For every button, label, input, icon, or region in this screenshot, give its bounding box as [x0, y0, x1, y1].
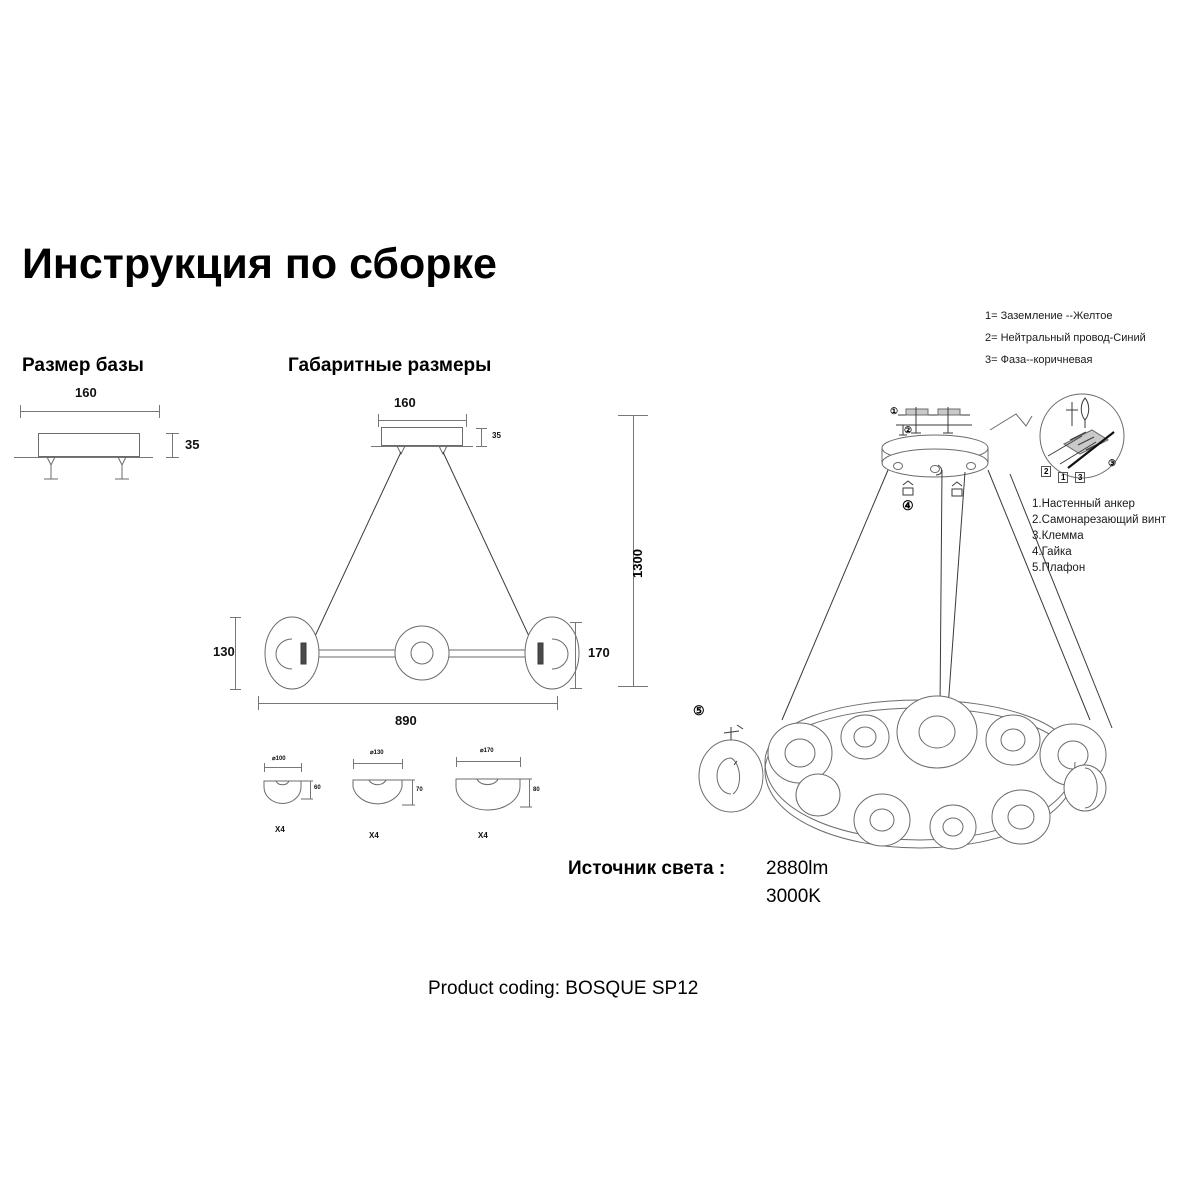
base-canopy-body	[38, 433, 140, 457]
callout-terminal-marker: ③	[1108, 458, 1117, 468]
page-title: Инструкция по сборке	[22, 240, 497, 288]
shade-130-qty-label: X4	[369, 831, 379, 840]
callout-screw-marker: ②	[904, 425, 913, 435]
wiring-legend-item-live: 3= Фаза--коричневая	[985, 354, 1093, 366]
light-source-lumens: 2880lm	[766, 858, 829, 879]
span-width-label: 890	[395, 713, 417, 728]
base-height-label: 35	[185, 437, 200, 452]
shade-170-qty-label: X4	[478, 831, 488, 840]
canopy-body	[381, 427, 463, 446]
bar-height-label: 170	[588, 645, 610, 660]
drop-height-label: 1300	[630, 549, 645, 578]
parts-list-item-4: 4.Гайка	[1032, 546, 1072, 558]
wire-tag-ground: 1	[1058, 472, 1069, 483]
shade-100-profile	[263, 780, 313, 804]
shade-variant-170: ⌀170 80 X4	[450, 747, 550, 849]
overall-dimension-drawing: 160 35	[213, 395, 650, 735]
callout-nut-marker: ④	[902, 498, 914, 513]
wire-tag-live: 3	[1075, 472, 1086, 483]
ceiling-mount-assembly: ① ② ④	[870, 395, 1070, 535]
fixture-elevation	[264, 445, 580, 690]
shade-variant-130: ⌀130 70 X4	[345, 749, 440, 849]
shade-170-profile	[455, 778, 532, 811]
chandelier-perspective-view	[781, 469, 1113, 729]
shade-170-diameter-label: ⌀170	[480, 748, 494, 754]
shade-detail-drawing	[698, 724, 764, 813]
shade-130-height-label: 70	[416, 787, 423, 793]
callout-anchor-marker: ①	[890, 406, 899, 416]
canopy-width-label: 160	[394, 395, 416, 410]
wiring-legend-item-neutral: 2= Нейтральный провод-Синий	[985, 332, 1146, 344]
shade-130-diameter-label: ⌀130	[370, 750, 384, 756]
shade-100-qty-label: X4	[275, 825, 285, 834]
parts-list-item-5: 5.Плафон	[1032, 562, 1086, 574]
section-heading-overall-size: Габаритные размеры	[288, 355, 492, 376]
terminal-block-magnifier: 2 1 3 ③	[989, 392, 1140, 487]
light-source-spec: Источник света : 2880lm 3000K	[568, 858, 898, 918]
shade-100-height-label: 60	[314, 785, 321, 791]
ceiling-plate-detail	[881, 407, 989, 497]
parts-list-item-1: 1.Настенный анкер	[1032, 498, 1135, 510]
product-coding-label: Product coding: BOSQUE SP12	[428, 978, 699, 999]
chandelier-ring-assembly	[741, 695, 1107, 850]
parts-list-item-3: 3.Клемма	[1032, 530, 1084, 542]
drop-height-dimension: 1300	[600, 415, 670, 695]
light-source-label: Источник света :	[568, 858, 726, 879]
callout-shade-marker: ⑤	[693, 703, 705, 718]
parts-list-item-2: 2.Самонарезающий винт	[1032, 514, 1166, 526]
shade-variants-group: ⌀100 60 X4 ⌀130	[255, 748, 545, 850]
parts-list: 1.Настенный анкер 2.Самонарезающий винт …	[1032, 498, 1200, 588]
wire-tag-neutral: 2	[1041, 466, 1052, 477]
section-heading-base-size: Размер базы	[22, 355, 144, 376]
base-size-drawing: 160 35	[14, 385, 224, 500]
wiring-legend: 1= Заземление --Желтое 2= Нейтральный пр…	[985, 310, 1195, 380]
base-anchor-points	[44, 456, 129, 480]
shade-variant-100: ⌀100 60 X4	[255, 755, 337, 850]
light-source-color-temp: 3000K	[766, 886, 821, 907]
canopy-height-label: 35	[492, 431, 501, 440]
terminal-block-detail	[989, 393, 1125, 479]
shade-170-height-label: 80	[533, 787, 540, 793]
wiring-legend-item-ground: 1= Заземление --Желтое	[985, 310, 1113, 322]
shade-130-profile	[352, 779, 415, 806]
base-width-label: 160	[75, 385, 97, 400]
shade-callout-group: ⑤	[693, 703, 783, 823]
shade-height-label: 130	[213, 644, 235, 659]
shade-100-diameter-label: ⌀100	[272, 756, 286, 762]
